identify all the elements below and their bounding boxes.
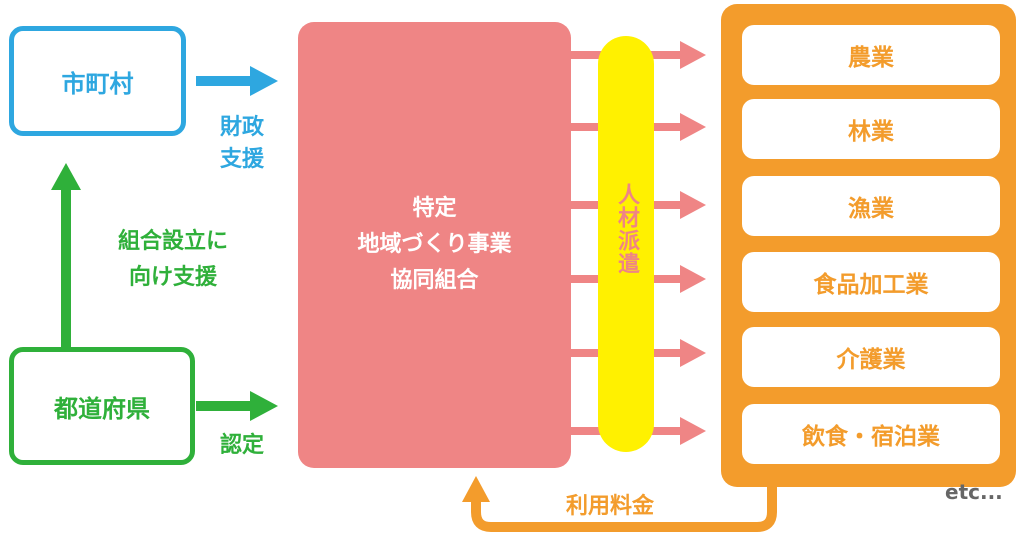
industry-item: 農業 (742, 25, 1000, 85)
union-label-line3: 協同組合 (390, 268, 479, 293)
setup-support-label: 組合設立に 向け支援 (117, 229, 228, 290)
dispatch-bar: 人材派遣 (598, 36, 654, 452)
etc-label: etc... (945, 480, 1003, 504)
industry-item: 漁業 (742, 176, 1000, 236)
union-label-line1: 特定 (412, 196, 457, 221)
certification-label: 認定 (219, 433, 264, 458)
industry-item: 林業 (742, 99, 1000, 159)
union-box: 特定 地域づくり事業 協同組合 (298, 22, 571, 468)
financial-support-arrow (196, 66, 278, 96)
usage-fee-arrow (462, 476, 777, 532)
financial-support-label: 財政 支援 (219, 115, 264, 172)
industry-item: 介護業 (742, 327, 1000, 387)
prefecture-box: 都道府県 (9, 347, 195, 465)
usage-fee-label: 利用料金 (566, 494, 655, 519)
municipality-box: 市町村 (9, 26, 186, 136)
prefecture-label: 都道府県 (54, 394, 150, 423)
industry-item: 飲食・宿泊業 (742, 404, 1000, 464)
industry-item: 食品加工業 (742, 252, 1000, 312)
setup-support-arrow (51, 163, 81, 350)
union-label-line2: 地域づくり事業 (357, 232, 512, 257)
municipality-label: 市町村 (61, 69, 134, 98)
dispatch-label: 人材派遣 (614, 183, 639, 275)
certification-arrow (196, 391, 278, 421)
